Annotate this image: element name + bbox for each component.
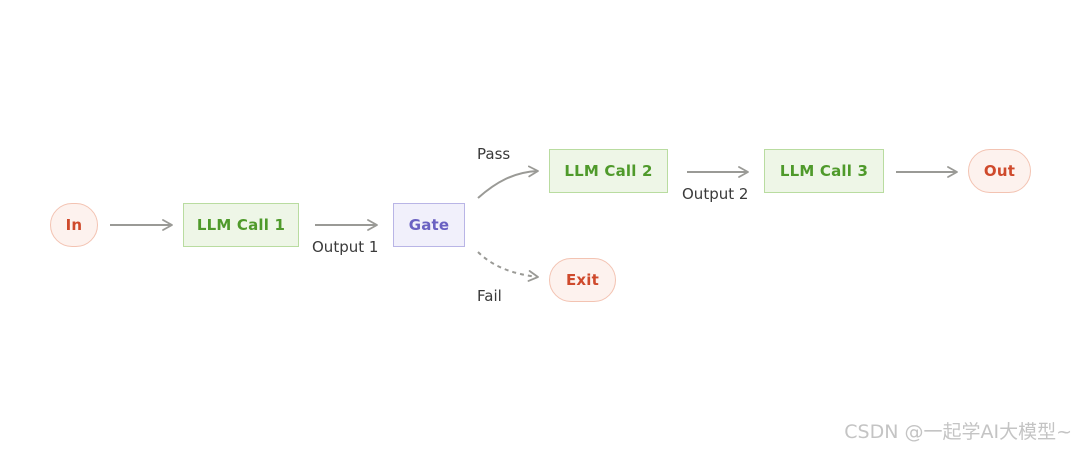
watermark: CSDN @一起学AI大模型~: [844, 421, 1072, 443]
node-llm-call-2-label: LLM Call 2: [564, 162, 653, 180]
node-gate-label: Gate: [408, 216, 450, 234]
node-llm-call-2: LLM Call 2: [549, 149, 668, 193]
node-out-label: Out: [983, 162, 1016, 180]
edge-label-pass: Pass: [477, 145, 511, 163]
node-llm-call-3-label: LLM Call 3: [779, 162, 869, 180]
node-in-label: In: [65, 216, 83, 234]
edge-label-output-1: Output 1: [312, 238, 379, 256]
edge-label-fail: Fail: [477, 287, 502, 305]
arrow-gate-to-llm-call-2: [477, 165, 539, 199]
node-llm-call-1-label: LLM Call 1: [196, 216, 286, 234]
node-exit-label: Exit: [565, 271, 600, 289]
arrow-gate-to-exit: [477, 251, 539, 282]
node-exit: Exit: [549, 258, 616, 302]
node-llm-call-1: LLM Call 1: [183, 203, 299, 247]
edge-label-output-2: Output 2: [682, 185, 749, 203]
node-llm-call-3: LLM Call 3: [764, 149, 884, 193]
node-gate: Gate: [393, 203, 465, 247]
node-in: In: [50, 203, 98, 247]
node-out: Out: [968, 149, 1031, 193]
